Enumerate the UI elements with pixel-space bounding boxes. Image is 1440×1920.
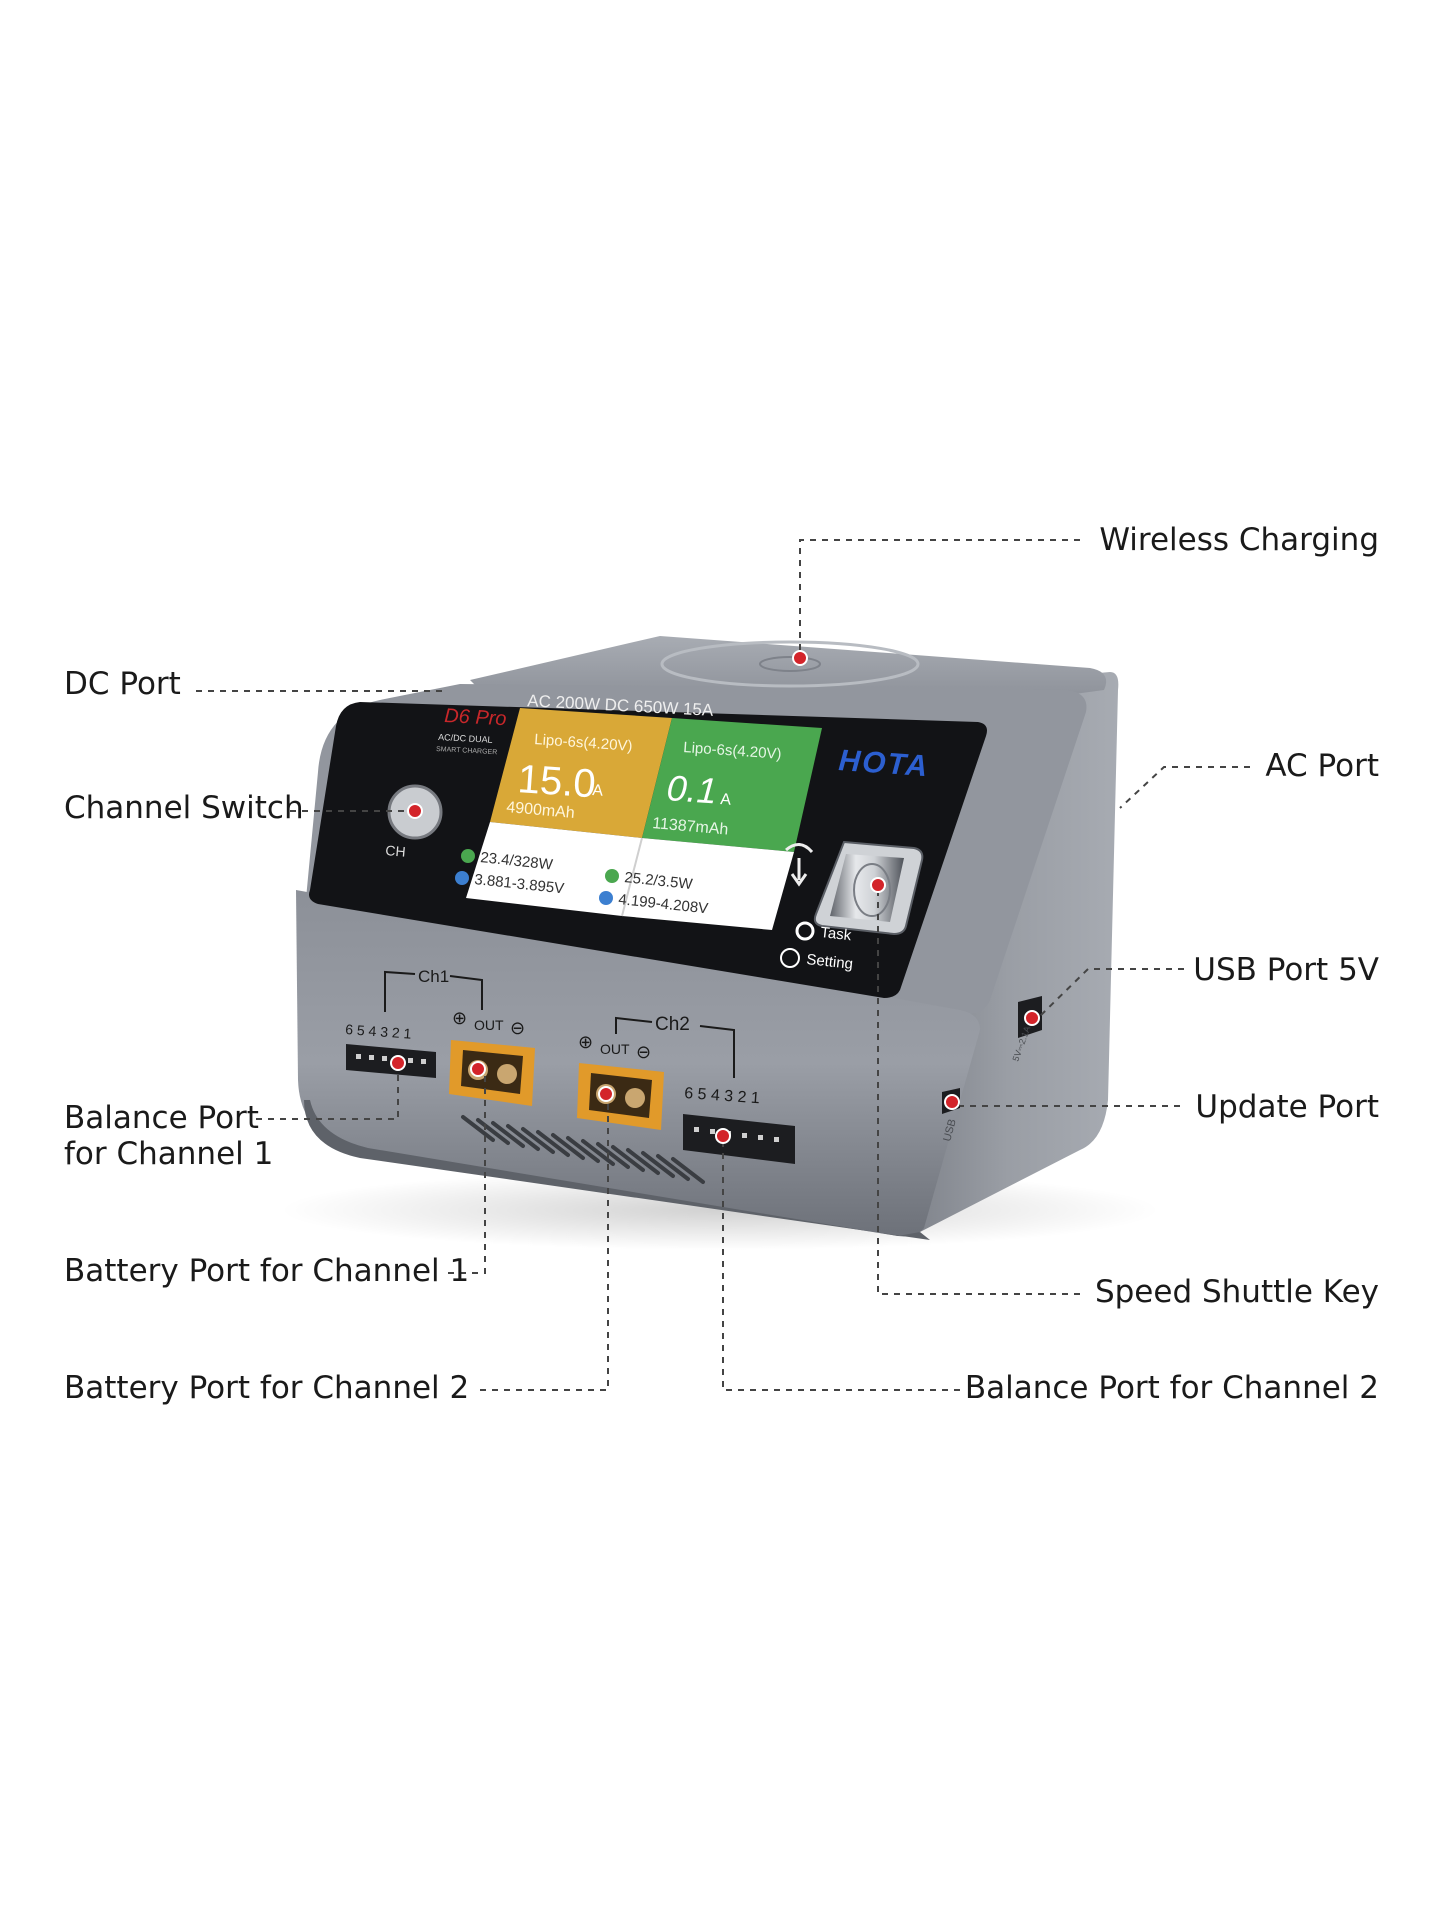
callout-channel-switch: Channel Switch — [64, 790, 304, 826]
callout-battery-ch1: Battery Port for Channel 1 — [64, 1253, 470, 1289]
task-button-icon[interactable] — [795, 921, 815, 941]
ch1-voltage-icon — [455, 871, 469, 885]
ch2-power-icon — [605, 869, 619, 883]
ch2-current: 0.1 — [665, 767, 718, 811]
ch1-out-plus: ⊕ — [452, 1008, 467, 1029]
ch2-battery-type: Lipo-6s(4.20V) — [683, 739, 782, 763]
callout-dc-port: DC Port — [64, 666, 181, 702]
ch2-bracket — [615, 1016, 735, 1078]
model-name: D6 Pro — [444, 705, 507, 730]
ch2-out-plus: ⊕ — [578, 1032, 593, 1053]
marker-battery-ch2 — [598, 1086, 614, 1102]
marker-wireless — [792, 650, 808, 666]
rotate-icon — [785, 843, 814, 887]
vent-grille — [461, 1115, 705, 1184]
model-subtitle-1: AC/DC DUAL — [438, 732, 493, 745]
channel-switch-label: CH — [385, 842, 407, 860]
callout-balance-ch2: Balance Port for Channel 2 — [964, 1370, 1379, 1406]
ch1-battery-type: Lipo-6s(4.20V) — [534, 731, 633, 755]
marker-update — [944, 1094, 960, 1110]
task-label: Task — [820, 924, 853, 944]
device-top — [470, 636, 1107, 700]
ch2-balance-port[interactable] — [683, 1114, 795, 1164]
callout-battery-ch2: Battery Port for Channel 2 — [64, 1370, 470, 1406]
callout-balance-ch1-line1: Balance Port — [64, 1100, 259, 1136]
brand-logo: HOTA — [838, 744, 931, 783]
callout-ac-port: AC Port — [1265, 748, 1379, 784]
marker-usb — [1024, 1010, 1040, 1026]
ch2-out-label: OUT — [600, 1041, 630, 1057]
ch2-capacity: 11387mAh — [652, 815, 729, 839]
ch2-current-unit: A — [720, 791, 732, 809]
ch2-top-panel — [642, 718, 822, 852]
ch2-bottom-panel — [622, 838, 794, 930]
callout-balance-ch1-line2: for Channel 1 — [64, 1136, 274, 1172]
ch2-voltage-icon — [599, 891, 613, 905]
marker-balance-ch1 — [390, 1055, 406, 1071]
setting-label: Setting — [806, 951, 854, 973]
ch2-out-minus: ⊖ — [636, 1042, 651, 1063]
callout-usb-port: USB Port 5V — [1193, 952, 1379, 988]
marker-battery-ch1 — [470, 1061, 486, 1077]
ch1-panel-label: Ch1 — [418, 967, 449, 986]
ch1-current: 15.0 — [516, 757, 597, 806]
ch1-current-unit: A — [592, 782, 604, 800]
ch1-bottom-panel — [466, 822, 642, 916]
model-subtitle-2: SMART CHARGER — [436, 746, 497, 756]
ch2-panel-label: Ch2 — [655, 1014, 690, 1035]
ch1-out-minus: ⊖ — [510, 1018, 525, 1039]
marker-shuttle — [870, 877, 886, 893]
marker-balance-ch2 — [715, 1128, 731, 1144]
ch1-power-icon — [461, 849, 475, 863]
callout-markers — [390, 650, 1040, 1144]
wireless-charging-icon — [759, 656, 821, 672]
ch1-bracket — [384, 970, 483, 1012]
device-front-lower — [296, 890, 980, 1237]
ch1-balance-pins: 6 5 4 3 2 1 — [345, 1021, 412, 1042]
callout-balance-ch1: Balance Port for Channel 1 — [64, 1100, 273, 1172]
ch1-top-panel — [490, 708, 672, 838]
callout-update-port: Update Port — [1195, 1089, 1379, 1125]
ch1-out-label: OUT — [474, 1017, 504, 1033]
ch2-balance-pins: 6 5 4 3 2 1 — [684, 1085, 761, 1107]
marker-channel-switch — [407, 803, 423, 819]
ch1-capacity: 4900mAh — [506, 799, 576, 822]
setting-button-icon[interactable] — [780, 948, 800, 968]
callout-speed-shuttle: Speed Shuttle Key — [1094, 1274, 1379, 1310]
wireless-charging-ring — [660, 640, 920, 688]
charger-device: AC 200W DC 650W 15A D6 Pro AC/DC DUAL SM… — [296, 636, 1119, 1240]
callout-wireless-charging: Wireless Charging — [1099, 522, 1379, 558]
usb-label: USB — [941, 1118, 958, 1143]
leader-lines — [196, 539, 1250, 1391]
